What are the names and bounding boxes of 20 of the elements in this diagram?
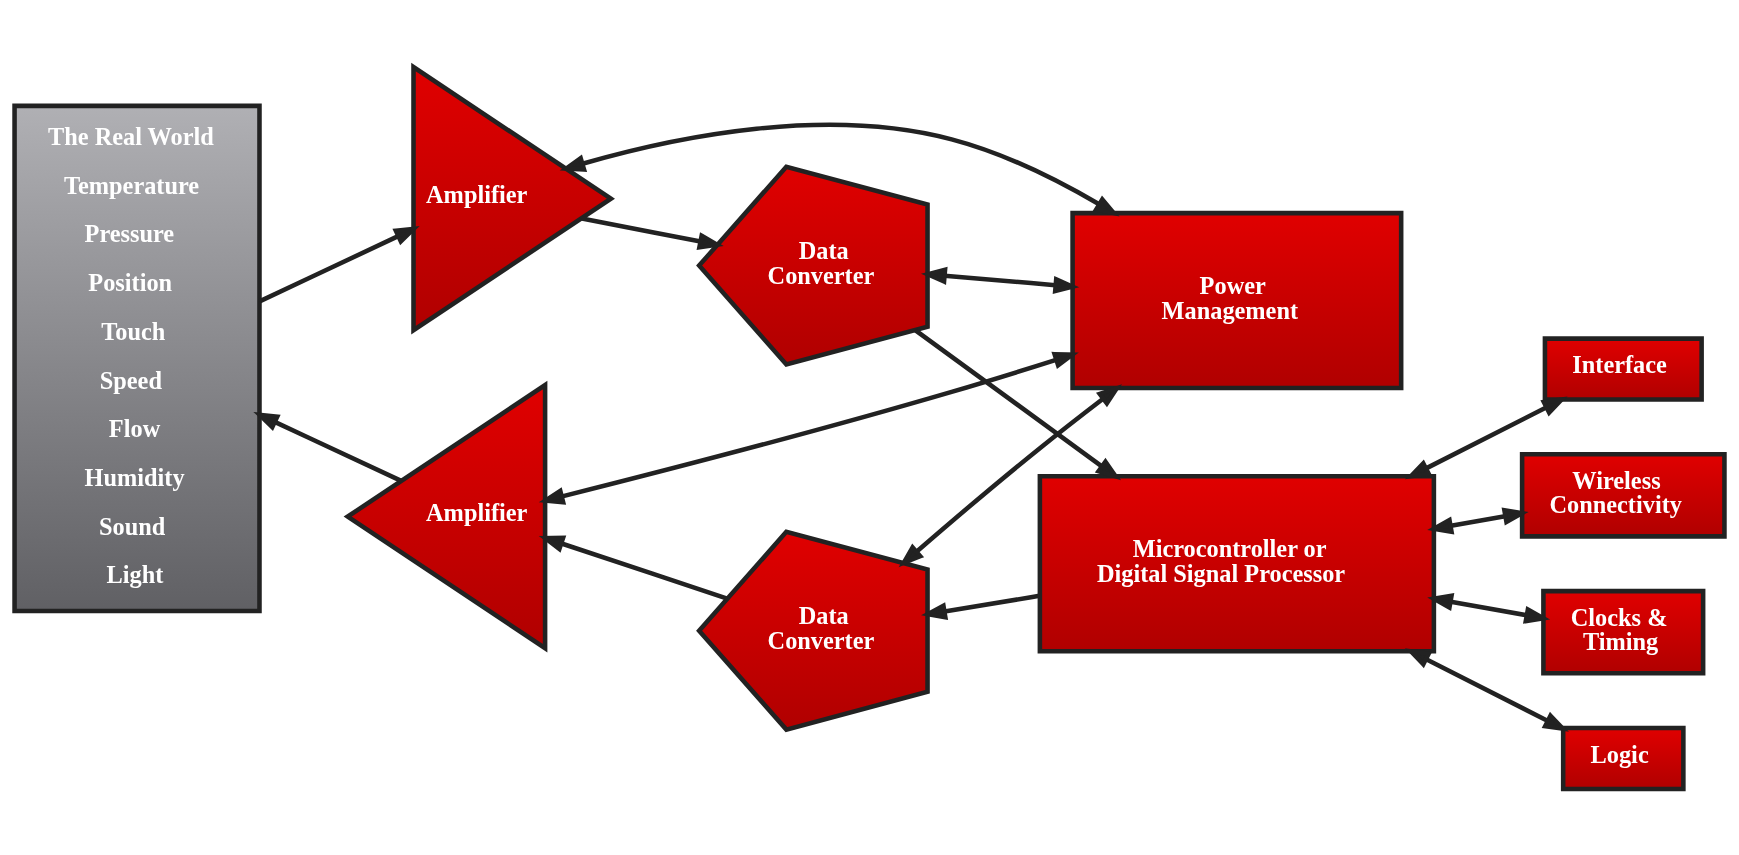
arrow (921, 593, 1040, 620)
node-box: Clocks & Timing (1541, 588, 1706, 676)
arrow (258, 225, 420, 303)
node-box: Microcontroller or Digital Signal Processor (1037, 473, 1437, 653)
node-box: Logic (1560, 725, 1686, 791)
arrow (1404, 647, 1569, 732)
arrow (1404, 396, 1568, 479)
arrow (581, 215, 724, 250)
node-box: Power Management (1070, 210, 1404, 390)
arrow (538, 351, 1079, 505)
node-box: The Real World Temperature Pressure Position Touch Speed Flow Humidity Sound Light (12, 103, 262, 613)
arrow (898, 383, 1123, 567)
node-box: Interface (1542, 335, 1704, 402)
arrow (538, 534, 728, 601)
arrow (253, 411, 403, 483)
node-box: Wireless Connectivity (1519, 451, 1727, 539)
arrow (1427, 507, 1529, 534)
arrow (1427, 592, 1551, 624)
arrow (921, 266, 1080, 294)
arrow (559, 122, 1120, 217)
